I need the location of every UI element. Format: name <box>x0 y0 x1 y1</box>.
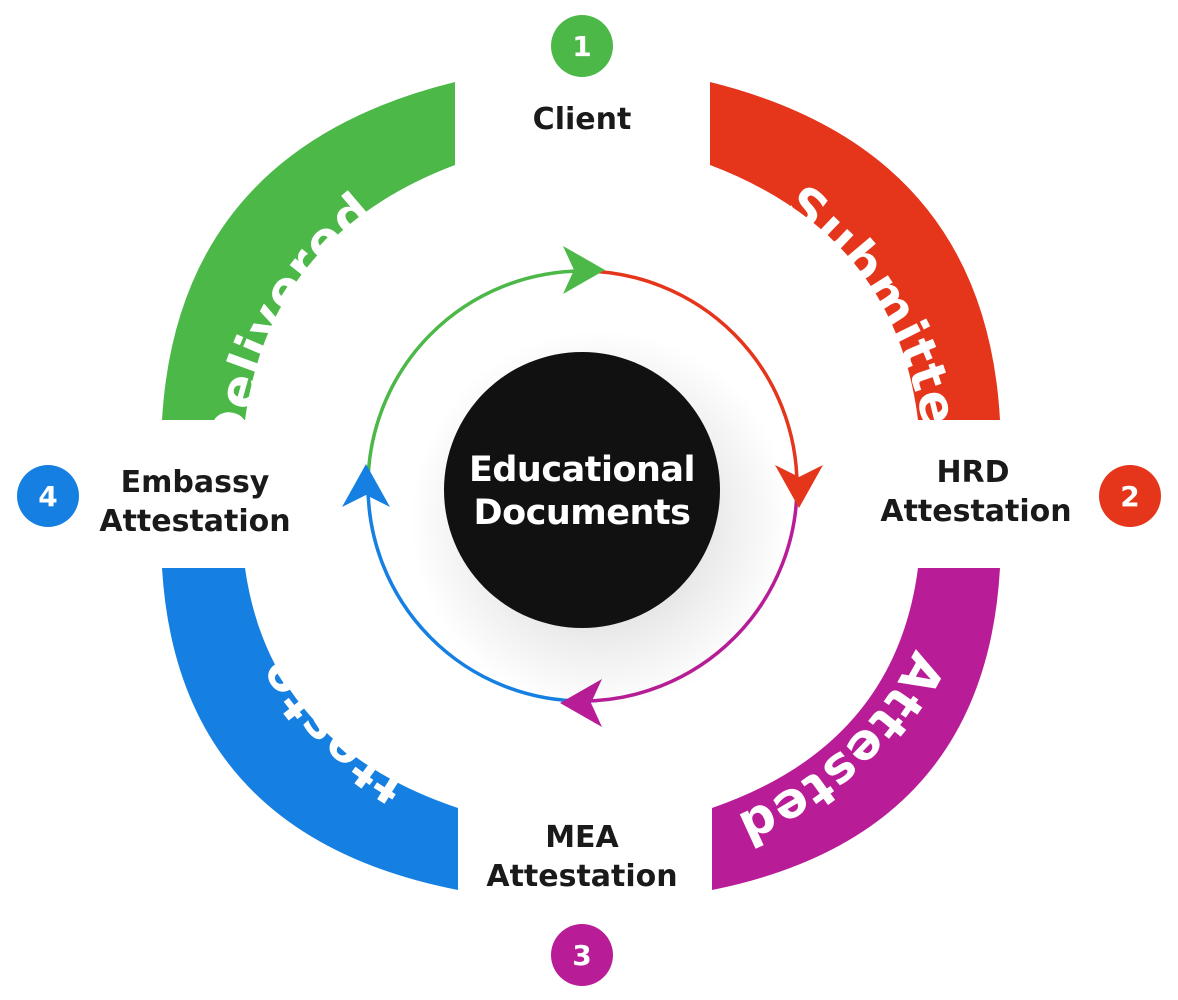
badge-number-2: 2 <box>1120 480 1139 513</box>
arc-attested-left <box>162 568 458 890</box>
stage-label-hrd-line-1: HRD <box>936 455 1009 490</box>
center-title-line-2: Documents <box>474 493 691 533</box>
arrow-left-icon <box>342 464 390 507</box>
ring-segment-red <box>581 269 799 487</box>
arrow-top-icon <box>563 246 605 294</box>
stage-label-mea-line-1: MEA <box>545 820 619 855</box>
stage-labels: Client HRD Attestation MEA Attestation E… <box>99 102 1071 894</box>
badge-circle-4 <box>17 465 79 527</box>
step-badges: 1 2 3 4 <box>17 15 1161 986</box>
badge-circle-3 <box>551 924 613 986</box>
badge-number-4: 4 <box>38 480 57 513</box>
arc-attested-right <box>712 568 1000 890</box>
stage-label-embassy-line-2: Attestation <box>99 504 290 539</box>
arc-submitted <box>710 82 1000 420</box>
badge-circle-1 <box>551 15 613 77</box>
center-circle <box>444 352 720 628</box>
badge-circle-2 <box>1099 465 1161 527</box>
arc-delivered <box>162 82 455 420</box>
ring-segment-green <box>366 269 583 487</box>
stage-label-embassy-line-1: Embassy <box>121 465 270 500</box>
badge-number-3: 3 <box>572 939 591 972</box>
center-hub: Educational Documents <box>410 330 790 710</box>
center-title-line-1: Educational <box>469 450 695 490</box>
outer-arcs <box>162 82 1000 890</box>
badge-number-1: 1 <box>572 30 591 63</box>
stage-label-client: Client <box>533 102 632 137</box>
stage-label-mea-line-2: Attestation <box>486 859 677 894</box>
arrow-right-icon <box>775 465 823 508</box>
ring-arrows <box>342 246 823 727</box>
stage-label-hrd-line-2: Attestation <box>880 494 1071 529</box>
